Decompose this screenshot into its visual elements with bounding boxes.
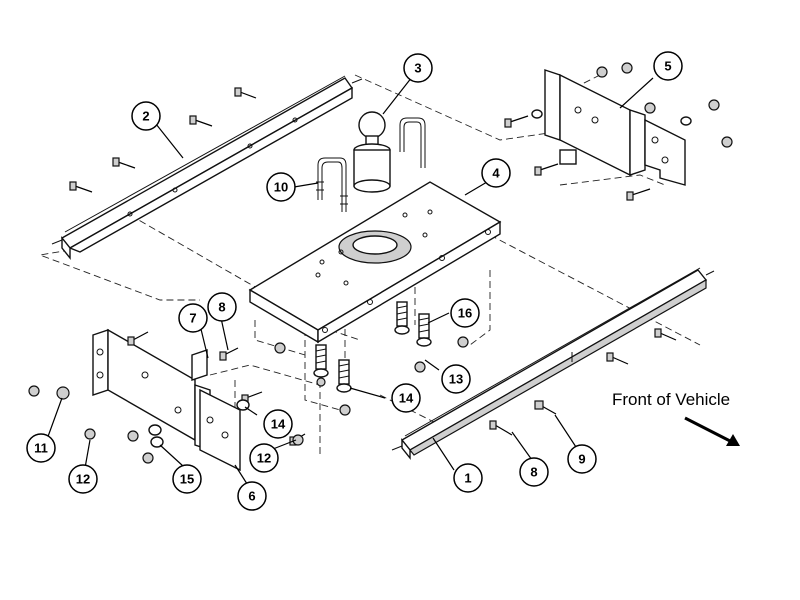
callout-7: 7 (189, 311, 196, 326)
gooseneck-ball-part-3 (353, 111, 391, 193)
springs (313, 301, 432, 393)
u-bolt-upper (399, 117, 426, 168)
bolt-icon (219, 347, 239, 361)
nut-icon (28, 385, 40, 397)
callout-15: 15 (180, 472, 194, 487)
washer-icon (150, 436, 164, 448)
left-bracket-part-6 (92, 328, 241, 472)
callout-4: 4 (492, 166, 500, 181)
spring-icon (416, 313, 432, 347)
bolt-icon (489, 420, 513, 436)
callout-11: 11 (34, 441, 48, 456)
u-bolt-part-10 (316, 157, 348, 212)
washer-icon (680, 116, 692, 126)
right-bracket-part-5 (544, 69, 686, 186)
callout-14-left: 14 (271, 417, 286, 432)
callout-8: 8 (218, 300, 225, 315)
nut-icon (84, 428, 96, 440)
nut-icon (721, 136, 733, 148)
nut-icon (414, 361, 426, 373)
nut-icon (621, 62, 633, 74)
callout-13: 13 (449, 372, 463, 387)
nut-icon (56, 386, 70, 400)
nut-icon (127, 430, 139, 442)
callout-3: 3 (414, 61, 421, 76)
nut-icon (457, 336, 469, 348)
front-direction-arrow (684, 416, 740, 446)
callout-10: 10 (274, 180, 288, 195)
bolt-icon (127, 331, 149, 346)
callout-8-lower: 8 (530, 465, 537, 480)
callout-12-lower: 12 (257, 451, 271, 466)
nut-icon (644, 102, 656, 114)
bolt-icon (504, 115, 529, 128)
callout-14: 14 (399, 391, 414, 406)
bolt-icon (626, 188, 651, 201)
callout-16: 16 (458, 306, 472, 321)
washer-icon (531, 109, 543, 119)
nut-icon (708, 99, 720, 111)
spring-icon (336, 359, 352, 393)
spring-icon (394, 301, 410, 335)
callout-6: 6 (248, 489, 255, 504)
callout-5: 5 (664, 59, 671, 74)
nut-icon (339, 404, 351, 416)
callout-12: 12 (76, 472, 90, 487)
callout-1: 1 (464, 471, 471, 486)
bolt-icon (69, 181, 93, 193)
bolt-icon (534, 400, 557, 415)
nut-icon (274, 342, 286, 354)
front-rail-part-1 (391, 267, 715, 460)
bolt-icon (606, 352, 629, 365)
bolt-icon (189, 115, 213, 127)
left-rail-part-2 (51, 75, 363, 260)
front-of-vehicle-label: Front of Vehicle (612, 390, 730, 409)
nut-icon (292, 434, 304, 446)
bolt-icon (112, 157, 136, 169)
bolt-icon (234, 87, 257, 99)
center-plate-part-4 (248, 181, 502, 344)
nut-icon (596, 66, 608, 78)
bolts (69, 87, 677, 446)
nut-icon (142, 452, 154, 464)
bolt-icon (534, 163, 559, 176)
callout-9: 9 (578, 452, 585, 467)
spring-icon (313, 344, 329, 387)
bolt-icon (654, 328, 677, 341)
washer-icon (148, 424, 162, 436)
callouts: 2 3 4 5 10 1 6 7 8 9 8 11 12 15 12 14 13… (26, 51, 683, 511)
callout-2: 2 (142, 109, 149, 124)
